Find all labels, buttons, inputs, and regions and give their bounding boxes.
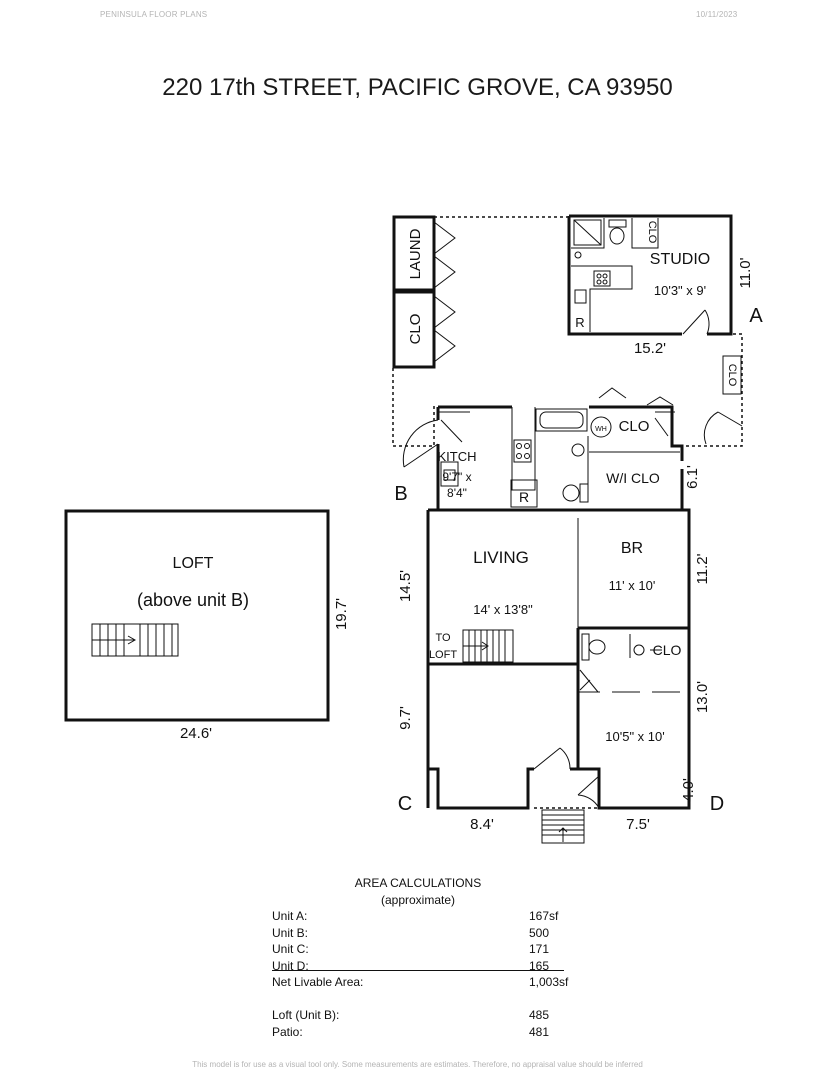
bedroom-dims: 11' x 10': [609, 578, 656, 593]
area-row: Unit D: 165: [272, 958, 572, 975]
area-title: AREA CALCULATIONS: [354, 876, 482, 890]
laundry-room: [392, 215, 436, 292]
area-value: 171: [529, 942, 550, 956]
area-value: 485: [529, 1008, 550, 1022]
closet-left-label: CLO: [407, 314, 424, 345]
unit-b-area: R KITCH 9'7" x 8'4" WH CLO W/I CLO 6.1' …: [394, 387, 711, 808]
area-label: Unit A:: [272, 909, 308, 923]
exterior-closet-label: CLO: [726, 364, 738, 387]
area-row: Loft (Unit B): 485: [272, 1007, 572, 1024]
walkin-closet-label: W/I CLO: [606, 470, 660, 486]
loft-subtitle: (above unit B): [137, 590, 249, 610]
bedroom-height-dim: 11.2': [694, 553, 711, 584]
studio-height-dim: 11.0': [737, 257, 754, 288]
water-heater: [590, 416, 612, 438]
area-label: Net Livable Area:: [272, 975, 364, 989]
to-loft-label-2: LOFT: [429, 649, 457, 661]
loft-outline: [64, 509, 330, 722]
company-name: PENINSULA FLOOR PLANS: [100, 10, 208, 19]
kitchen-label: KITCH: [438, 449, 477, 464]
loft-width-dim: 24.6': [180, 725, 212, 742]
area-label: Loft (Unit B):: [272, 1008, 340, 1022]
loft-plan: LOFT (above unit B) 24.6' 19.7': [64, 509, 350, 742]
loft-title: LOFT: [173, 555, 214, 572]
unit-b-label: B: [394, 483, 407, 505]
patio-steps: [541, 809, 585, 844]
disclaimer: This model is for use as a visual tool o…: [192, 1060, 643, 1069]
area-label: Unit D:: [272, 958, 309, 973]
exterior-closet: [722, 355, 742, 395]
studio-refrigerator: R: [575, 315, 584, 330]
kitchen-refrigerator: R: [519, 489, 529, 505]
studio-dims: 10'3" x 9': [654, 283, 706, 298]
studio-closet-label: CLO: [646, 221, 658, 244]
area-row: Unit C: 171: [272, 941, 572, 958]
studio-label: STUDIO: [650, 251, 710, 268]
living-dims: 14' x 13'8": [473, 602, 533, 617]
unit-d-width-dim: 7.5': [626, 816, 650, 833]
living-label: LIVING: [473, 548, 529, 567]
unit-d-closet-label: CLO: [653, 642, 682, 658]
units-c-d: CLO 10'5" x 10' 13.0' 4.0' 9.7' 8.4' 7.5…: [397, 626, 724, 844]
unit-c-label: C: [398, 793, 412, 815]
bath-toilet: [562, 484, 580, 502]
area-value: 1,003sf: [529, 975, 569, 989]
kitchen-dims-1: 9'7" x: [442, 470, 471, 484]
area-value: 165: [529, 958, 550, 973]
kitchen-dims-2: 8'4": [447, 486, 467, 500]
bath-sink: [571, 443, 585, 457]
bedroom-label: BR: [621, 540, 643, 557]
page-title: 220 17th STREET, PACIFIC GROVE, CA 93950: [162, 74, 673, 101]
unit-d-height-dim-2: 4.0': [680, 778, 697, 802]
area-label: Patio:: [272, 1024, 303, 1039]
area-divider: [272, 970, 564, 971]
date-stamp: 10/11/2023: [696, 10, 738, 19]
area-row-total: Net Livable Area: 1,003sf: [272, 974, 572, 991]
area-value: 481: [529, 1024, 550, 1039]
living-height-dim: 14.5': [397, 570, 414, 602]
unit-a-area: LAUND CLO R CLO STUDIO 10'3" x 9' 11.0' …: [392, 214, 763, 447]
loft-stairs: [91, 623, 179, 657]
to-loft-label-1: TO: [435, 632, 451, 644]
area-value: 167sf: [529, 909, 559, 923]
wh-closet-label: CLO: [619, 418, 650, 435]
unit-d-label: D: [710, 793, 724, 815]
unit-d-dims: 10'5" x 10': [605, 729, 664, 744]
water-heater-label: WH: [595, 426, 607, 433]
area-spacer: [272, 991, 572, 1008]
area-row: Patio: 481: [272, 1024, 572, 1041]
unit-c-height-dim: 9.7': [397, 706, 414, 730]
area-label: Unit B:: [272, 925, 309, 940]
unit-b-height-dim: 6.1': [684, 465, 701, 489]
laundry-label: LAUND: [407, 228, 424, 279]
area-value: 500: [529, 925, 550, 940]
studio-width-dim: 15.2': [634, 340, 666, 357]
area-subtitle: (approximate): [380, 892, 456, 907]
area-row: Unit B: 500: [272, 925, 572, 942]
area-calculations: AREA CALCULATIONS (approximate) Unit A: 1…: [272, 875, 572, 1040]
area-row: Unit A: 167sf: [272, 908, 572, 925]
loft-height-dim: 19.7': [333, 598, 350, 630]
stairs-to-loft: [462, 629, 514, 663]
unit-a-label: A: [749, 305, 763, 327]
closet-left: [392, 290, 436, 369]
unit-d-height-dim-1: 13.0': [694, 681, 711, 713]
studio-outline: [567, 214, 733, 336]
bathtub: [535, 408, 588, 432]
unit-c-width-dim: 8.4': [470, 816, 494, 833]
area-label: Unit C:: [272, 942, 309, 956]
